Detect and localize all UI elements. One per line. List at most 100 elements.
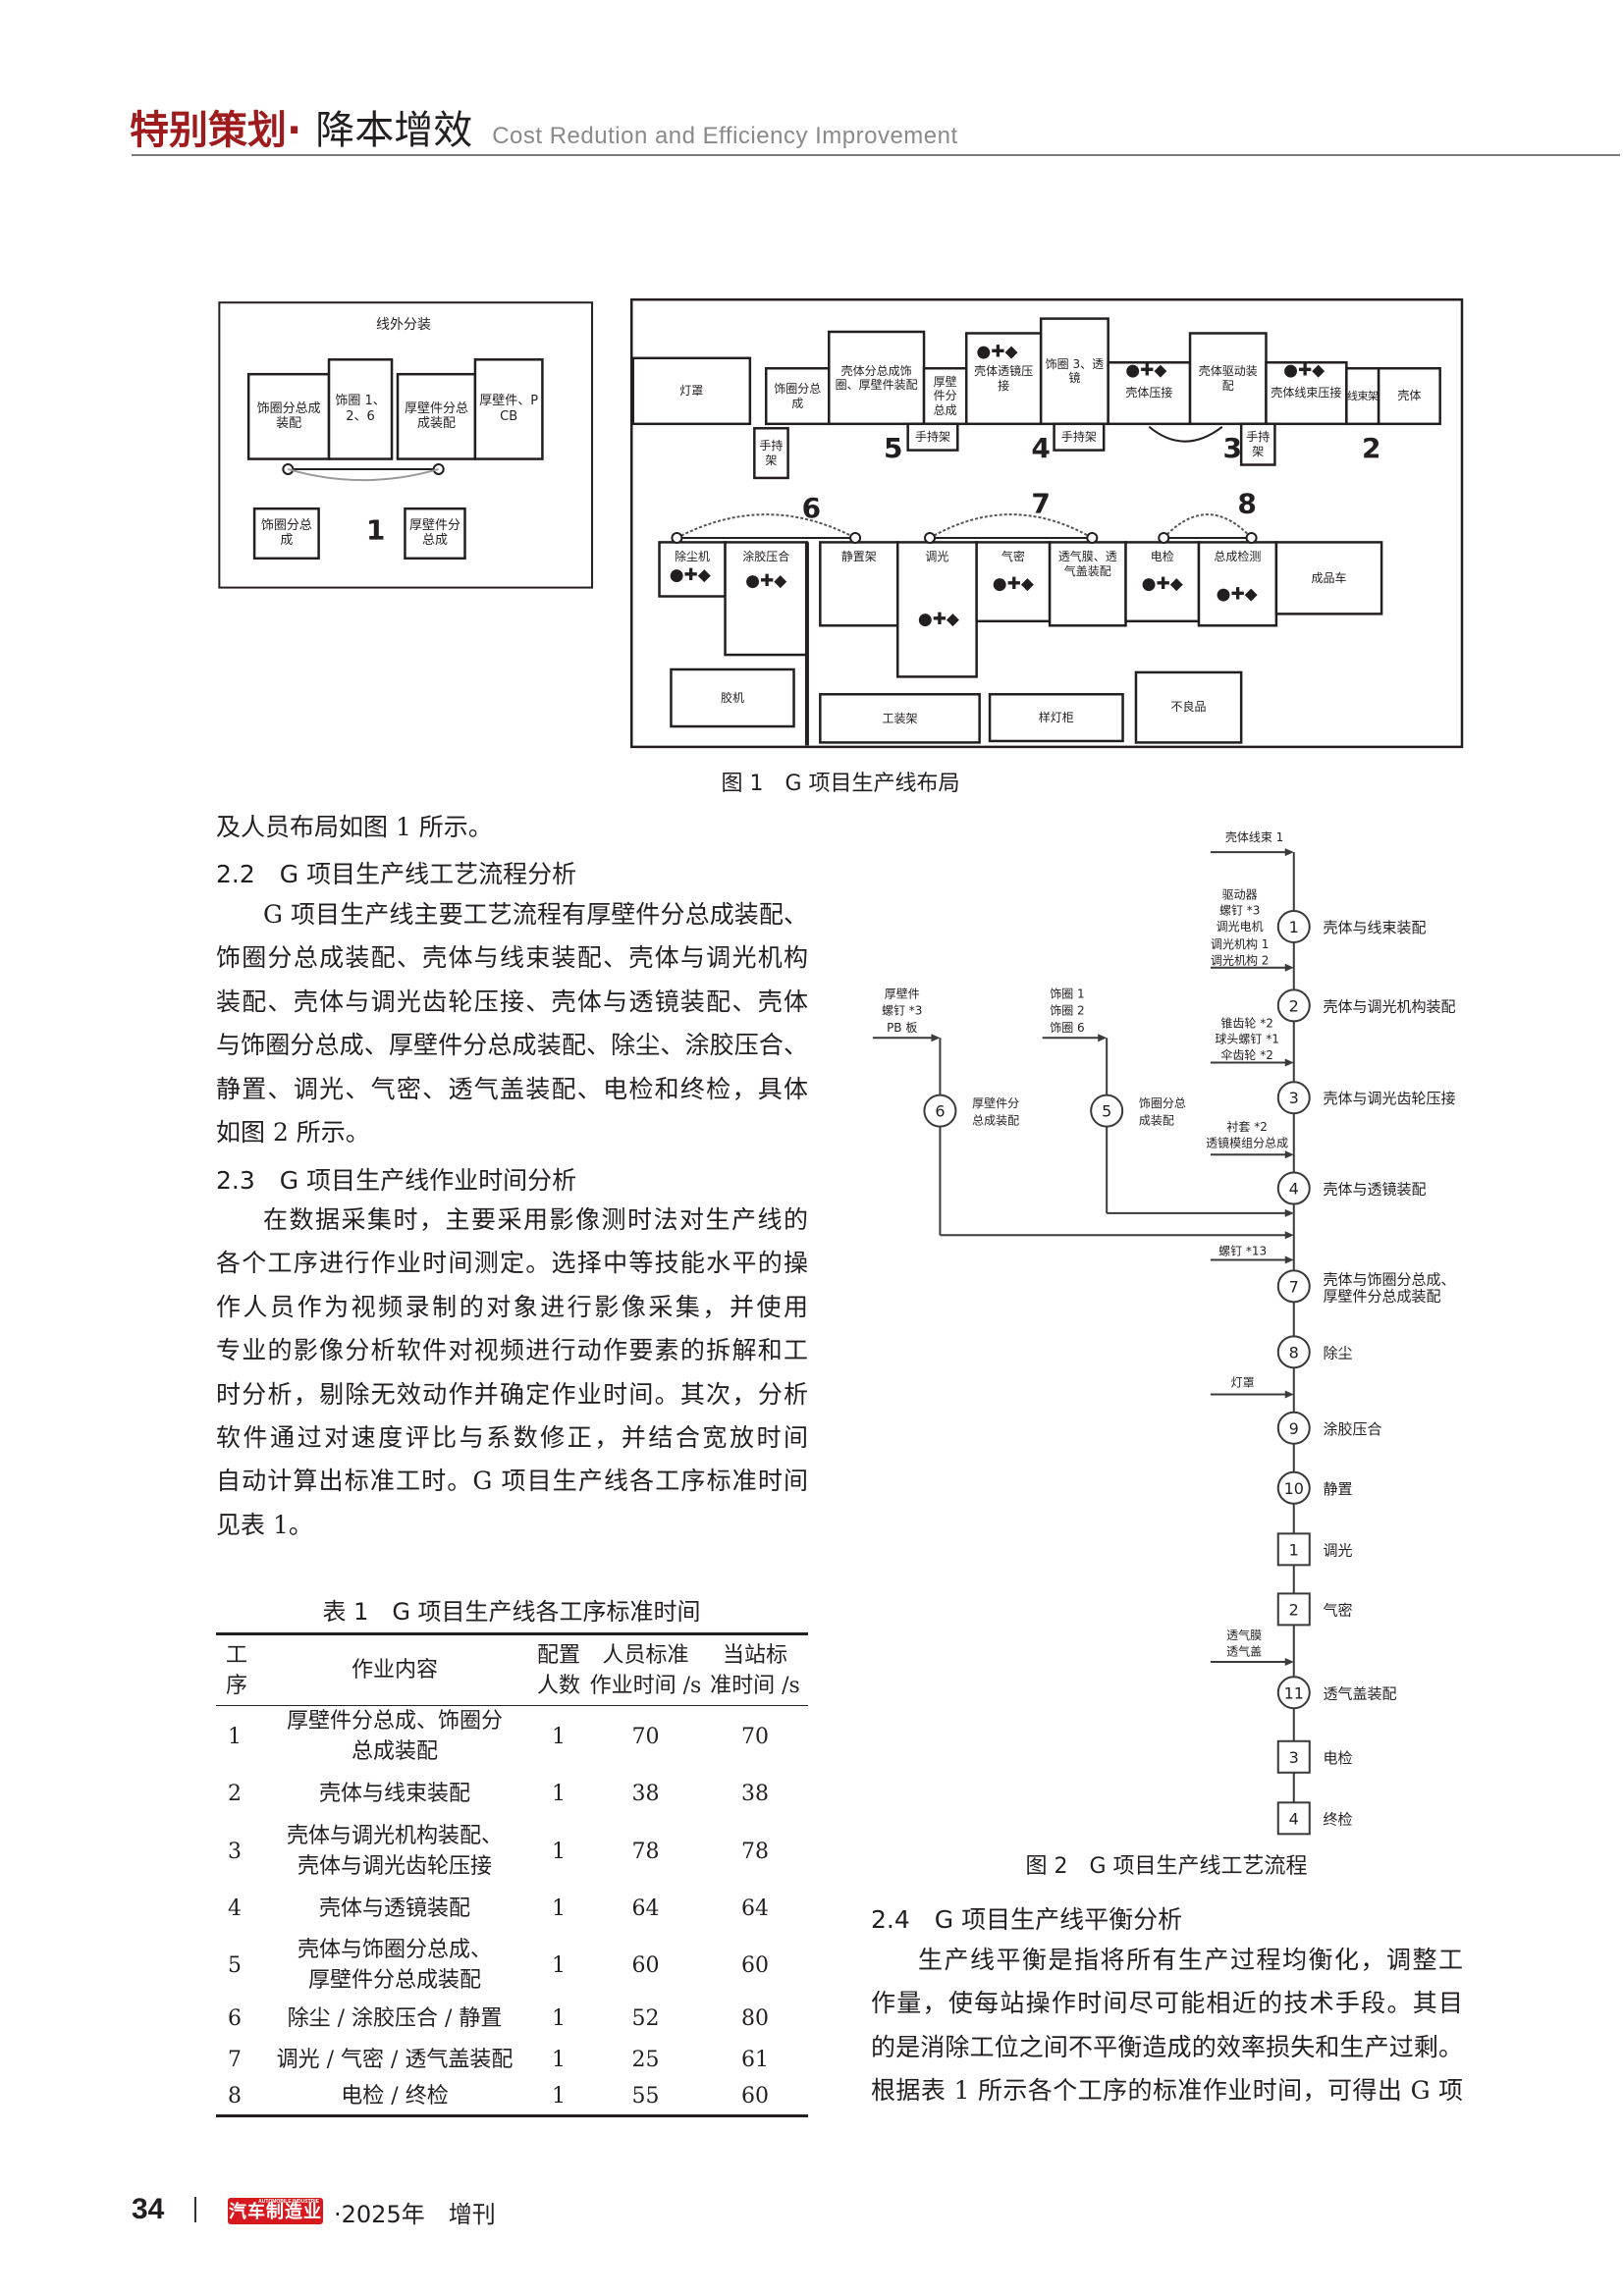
column-header: 配置人数 <box>528 1634 589 1706</box>
cell-process-no: 6 <box>228 2006 242 2031</box>
topic-title: 降本增效 <box>315 108 473 153</box>
node-label: 调光 <box>1324 1541 1353 1559</box>
node-id: 10 <box>1284 1479 1304 1498</box>
inspection-node-square <box>1276 1592 1311 1627</box>
line-workbench <box>975 541 1052 623</box>
line-workbench <box>819 693 981 744</box>
column-header-line: 工 <box>226 1642 248 1668</box>
section-heading: 2.4 G 项目生产线平衡分析 <box>871 1905 1183 1934</box>
input-label: 厚壁件 <box>885 987 920 1001</box>
arrow-head-icon <box>1284 1255 1294 1264</box>
paragraph-line: 时分析，剔除无效动作并确定作业时间。其次，分析 <box>216 1379 808 1409</box>
cell-station-time: 60 <box>741 2083 769 2109</box>
paragraph-line: 自动计算出标准工时。G 项目生产线各工序标准时间 <box>216 1467 808 1496</box>
workbench-label: 饰圈 3、透镜 <box>1045 356 1105 386</box>
cell-content: 壳体与饰圈分总成、厚壁件分总成装配 <box>261 1935 528 1996</box>
station-number: 3 <box>1222 432 1241 464</box>
offline-workbench <box>327 358 394 460</box>
cell-staff: 1 <box>552 2006 566 2031</box>
workbench-label: 饰圈分总成 <box>260 517 312 549</box>
cell-station-time: 38 <box>741 1782 769 1806</box>
offline-workbench <box>404 507 466 561</box>
process-node-circle <box>1276 1335 1311 1369</box>
workbench-label: 胶机 <box>720 690 744 705</box>
input-label: 透镜模组分总成 <box>1206 1135 1288 1149</box>
paragraph-line: 静置、调光、气密、透气盖装配、电检和终检，具体 <box>216 1074 808 1103</box>
offline-workbench <box>252 507 320 561</box>
process-node-circle <box>1276 1676 1311 1710</box>
process-node-circle <box>1276 1171 1311 1205</box>
operator-path <box>676 513 856 539</box>
paragraph-line: 见表 1。 <box>216 1510 313 1539</box>
paragraph-line: 生产线平衡是指将所有生产过程均衡化，调整工 <box>918 1946 1463 1974</box>
rail-end <box>1245 531 1258 544</box>
station-number: 8 <box>1237 488 1256 520</box>
paragraph-line: 软件通过对速度评比与系数修正，并结合宽放时间 <box>216 1423 808 1452</box>
cell-staff: 1 <box>552 1896 566 1921</box>
input-label: 透气膜 <box>1226 1628 1262 1642</box>
node-label: 总成装配 <box>972 1113 1019 1127</box>
node-id: 4 <box>1289 1180 1299 1199</box>
paragraph-line: 专业的影像分析软件对视频进行动作要素的拆解和工 <box>216 1336 808 1365</box>
input-label: 调光机构 1 <box>1211 936 1269 951</box>
operator-path <box>1163 513 1253 539</box>
section-heading: 2.3 G 项目生产线作业时间分析 <box>216 1166 577 1195</box>
input-label: 螺钉 *3 <box>882 1004 922 1018</box>
paragraph-line: 各个工序进行作业时间测定。选择中等技能水平的操 <box>216 1249 808 1278</box>
node-label: 电检 <box>1324 1749 1353 1767</box>
station-number: 5 <box>884 432 902 464</box>
inspection-node-square <box>1276 1801 1311 1836</box>
workbench-label: 厚壁件分总成装配 <box>404 400 468 432</box>
cell-content: 壳体与调光机构装配、壳体与调光齿轮压接 <box>261 1821 528 1882</box>
line-workbench <box>819 541 899 627</box>
node-label: 静置 <box>1324 1480 1353 1498</box>
section-heading: 2.2 G 项目生产线工艺流程分析 <box>216 860 577 888</box>
node-label: 壳体与调光机构装配 <box>1324 997 1456 1015</box>
offline-workbench <box>246 372 331 460</box>
paragraph-line: 与饰圈分总成、厚壁件分总成装配、除尘、涂胶压合、 <box>216 1031 808 1060</box>
node-label: 涂胶压合 <box>1324 1420 1382 1438</box>
arrow-head-icon <box>1284 1208 1294 1217</box>
input-label: 球头螺钉 *1 <box>1215 1033 1278 1046</box>
node-id: 1 <box>1289 1540 1299 1559</box>
cell-content-line: 壳体与线束装配 <box>318 1782 470 1806</box>
workbench-label: 壳体分总成饰圈、厚壁件装配 <box>835 363 918 392</box>
cell-content-line: 壳体与调光机构装配、 <box>286 1824 503 1848</box>
table1-caption: 表 1 G 项目生产线各工序标准时间 <box>322 1598 701 1626</box>
line-workbench <box>1197 541 1278 627</box>
workbench-label: 除尘机 <box>675 550 711 564</box>
cell-process-no: 7 <box>228 2048 242 2072</box>
running-header: 特别策划· 降本增效 Cost Redution and Efficiency … <box>130 98 958 155</box>
input-label: 螺钉 *13 <box>1218 1245 1267 1258</box>
workbench-label: 气密 <box>1001 550 1025 564</box>
line-workbench <box>1134 670 1243 744</box>
column-header-line: 准时间 /s <box>710 1673 800 1698</box>
node-id: 8 <box>1289 1343 1299 1362</box>
arrow-head-icon <box>1284 1058 1294 1067</box>
cell-station-time: 64 <box>741 1896 769 1921</box>
cell-operation-time: 78 <box>631 1839 660 1864</box>
operation-symbol-icon: ●✚◆ <box>1283 361 1325 381</box>
workbench-label: 饰圈 1、2、6 <box>335 394 386 424</box>
cell-station-time: 61 <box>741 2048 769 2072</box>
input-label: 壳体线束 1 <box>1225 830 1283 844</box>
node-label: 壳体与饰圈分总成、 <box>1324 1270 1456 1288</box>
node-id: 3 <box>1289 1089 1299 1107</box>
process-node-circle <box>1276 988 1311 1023</box>
cell-staff: 1 <box>552 1952 566 1978</box>
workbench-label: 电检 <box>1150 550 1174 564</box>
input-label: 饰圈 2 <box>1050 1004 1084 1018</box>
inspection-node-square <box>1276 1532 1311 1567</box>
column-header-line: 当站标 <box>722 1642 787 1668</box>
paragraph-line: 作量，使每站操作时间尽可能相近的技术手段。其目 <box>871 1989 1463 2018</box>
input-label: 螺钉 *3 <box>1219 904 1260 918</box>
cell-process-no: 1 <box>228 1724 242 1749</box>
line-workbench <box>1345 366 1380 426</box>
station-number-1: 1 <box>366 513 385 546</box>
figure1-caption: 图 1 G 项目生产线布局 <box>721 772 960 796</box>
